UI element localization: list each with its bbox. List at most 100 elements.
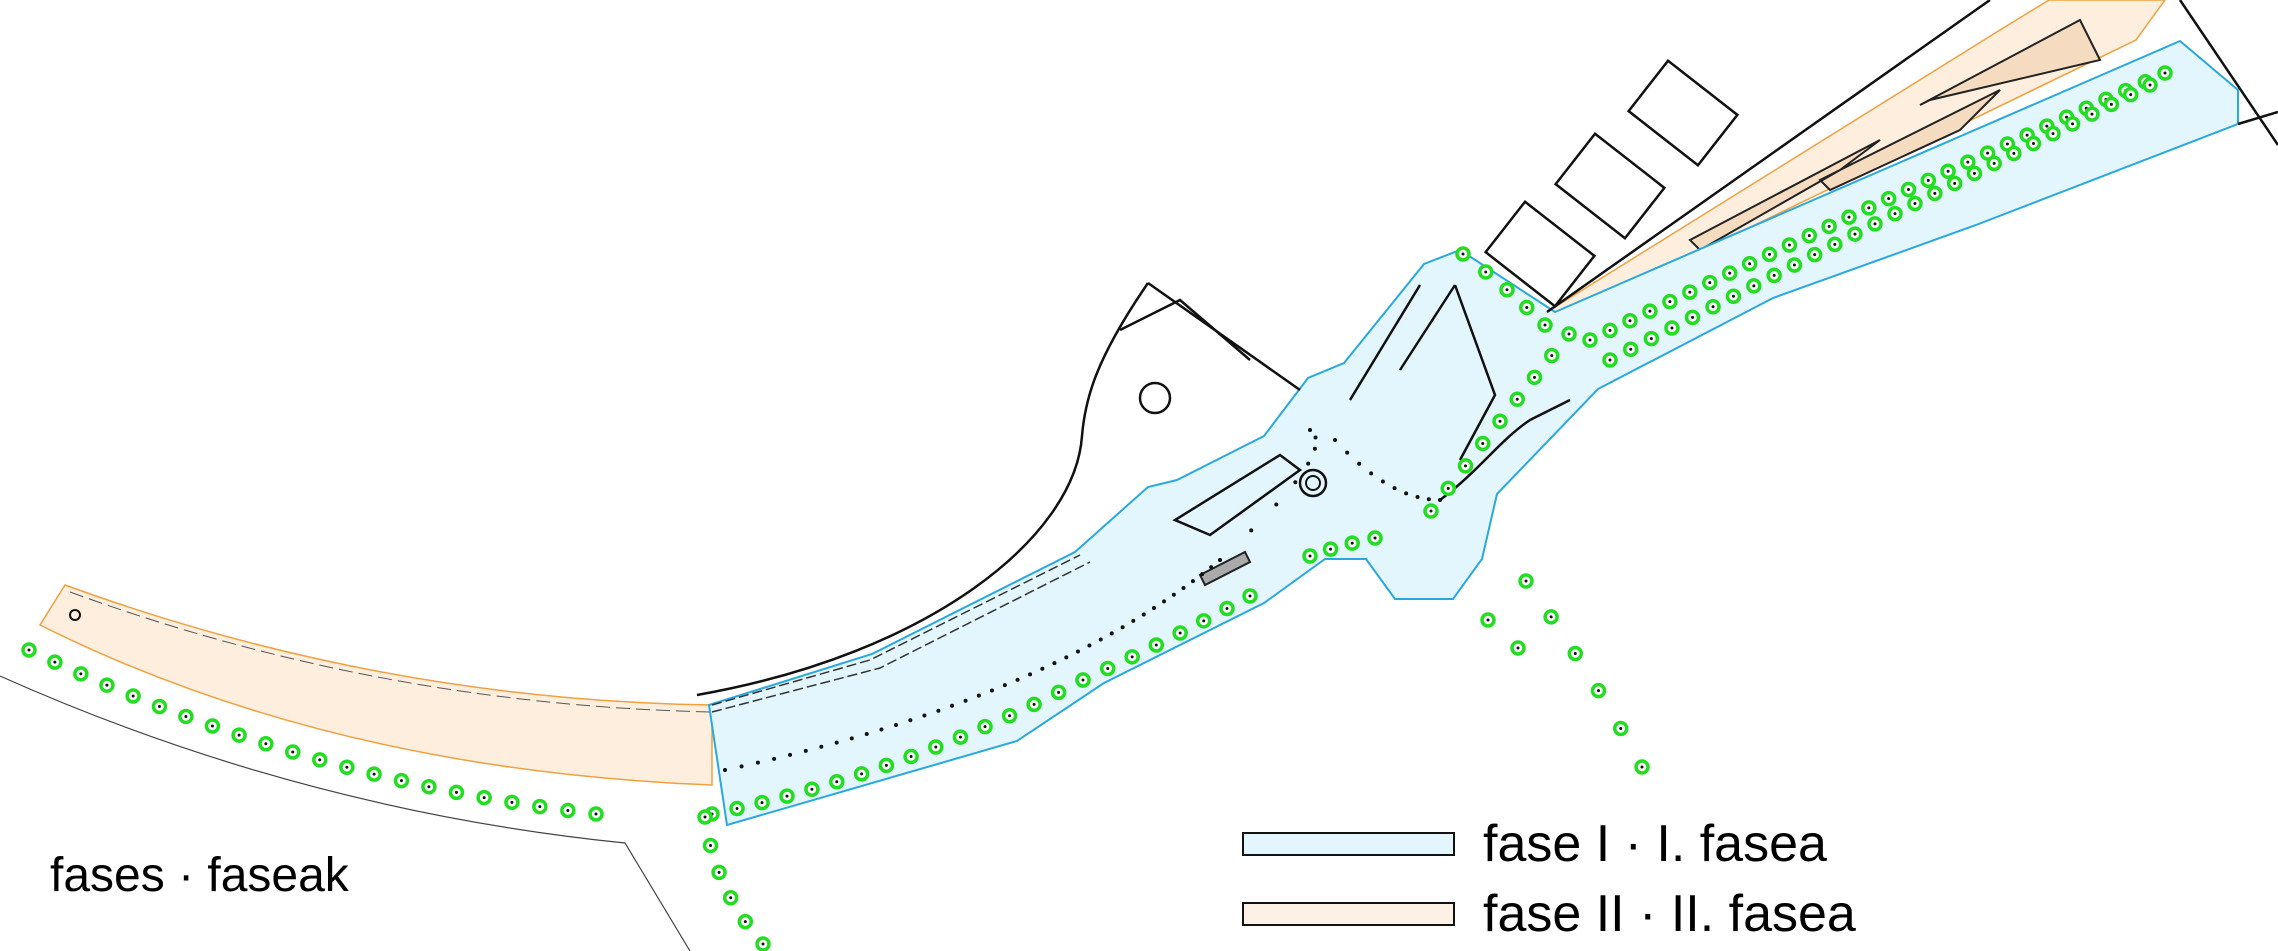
light-dot: [803, 748, 808, 753]
light-dot: [788, 752, 793, 757]
tree-center: [761, 942, 765, 946]
tree-center: [983, 725, 987, 729]
light-dot: [1190, 579, 1195, 584]
light-dot: [1426, 497, 1431, 502]
tree-center: [1913, 202, 1917, 206]
tree-center: [131, 694, 135, 698]
tree-center: [105, 683, 109, 687]
light-dot: [834, 740, 839, 745]
light-dot: [1181, 585, 1186, 590]
light-dot: [1308, 428, 1312, 432]
tree-center: [1484, 270, 1488, 274]
tree-center: [1543, 323, 1547, 327]
tree-center: [399, 779, 403, 783]
tree-center: [427, 785, 431, 789]
light-dot: [1249, 528, 1254, 533]
tree-center: [1329, 547, 1333, 551]
light-dot: [1345, 450, 1350, 455]
light-dot: [976, 693, 981, 698]
tree-center: [1202, 619, 1206, 623]
tree-center: [1498, 419, 1502, 423]
light-dot: [1151, 606, 1156, 611]
promenade-railing: [69, 591, 713, 713]
light-dot: [963, 698, 968, 703]
light-dot: [894, 722, 899, 727]
diagram-title: fases · faseak: [50, 849, 349, 902]
marker: [69, 609, 81, 621]
light-dot: [1274, 502, 1279, 507]
tree-center: [1640, 765, 1644, 769]
light-dot: [1131, 618, 1136, 623]
trees: [21, 65, 2173, 951]
light-dot: [1120, 625, 1125, 630]
buildings: [1483, 58, 1740, 309]
light-dot: [1075, 649, 1080, 654]
tree-center: [2045, 124, 2049, 128]
light-dot: [1064, 655, 1069, 660]
light-dot: [1380, 479, 1385, 484]
tree-center: [1154, 643, 1158, 647]
light-dot: [1313, 435, 1318, 440]
kiosk: [1198, 550, 1252, 587]
light-dot: [1438, 498, 1442, 502]
tree-center: [1567, 332, 1571, 336]
tree-center: [1787, 243, 1791, 247]
tree-center: [1550, 354, 1554, 358]
fountain: [1298, 468, 1328, 498]
tree-center: [1752, 284, 1756, 288]
tree-center: [909, 754, 913, 758]
light-dot: [1002, 683, 1007, 688]
light-dot: [1162, 599, 1167, 604]
tree-center: [291, 750, 295, 754]
light-dot: [1098, 637, 1103, 642]
tree-center: [1429, 509, 1433, 513]
light-dot: [864, 731, 869, 736]
tree-center: [1573, 651, 1577, 655]
light-dot: [1040, 666, 1045, 671]
light-dot: [1209, 565, 1214, 570]
tree-center: [2025, 133, 2029, 137]
light-dot: [879, 727, 884, 732]
tree-center: [1446, 486, 1450, 490]
tree-center: [1768, 252, 1772, 256]
tree-center: [1946, 169, 1950, 173]
tree-center: [1648, 309, 1652, 313]
tree-center: [2090, 112, 2094, 116]
tree-center: [1464, 464, 1467, 468]
tree-center: [1629, 347, 1633, 351]
light-dot: [950, 703, 955, 708]
light-dot: [922, 713, 927, 718]
tree-center: [1933, 191, 1937, 195]
tree-center: [1887, 197, 1891, 201]
light-dot: [1357, 461, 1362, 466]
tree-center: [1619, 727, 1623, 731]
tree-center: [566, 809, 570, 813]
light-dot: [1392, 486, 1397, 491]
light-dot: [1333, 438, 1337, 442]
tree-center: [1992, 161, 1996, 165]
tree-center: [1481, 441, 1485, 445]
tree-center: [184, 714, 188, 718]
light-dot: [1052, 661, 1057, 666]
tree-center: [709, 843, 713, 847]
tree-center: [785, 794, 789, 798]
light-dot: [908, 718, 913, 723]
tree-center: [1972, 171, 1976, 175]
tree-center: [264, 742, 268, 746]
tree-center: [53, 660, 57, 664]
tree-center: [345, 765, 349, 769]
tree-center: [1847, 215, 1851, 219]
tree-center: [717, 870, 721, 874]
tree-center: [2005, 142, 2009, 146]
tree-center: [27, 648, 31, 652]
tree-center: [1893, 212, 1897, 216]
tree-center: [1525, 305, 1529, 309]
light-dot: [1218, 558, 1222, 562]
tree-center: [2051, 132, 2055, 136]
tree-center: [1953, 181, 1957, 185]
tree-center: [1668, 300, 1672, 304]
tree-center: [1008, 714, 1012, 718]
tree-center: [1350, 541, 1354, 545]
tree-center: [594, 812, 598, 816]
